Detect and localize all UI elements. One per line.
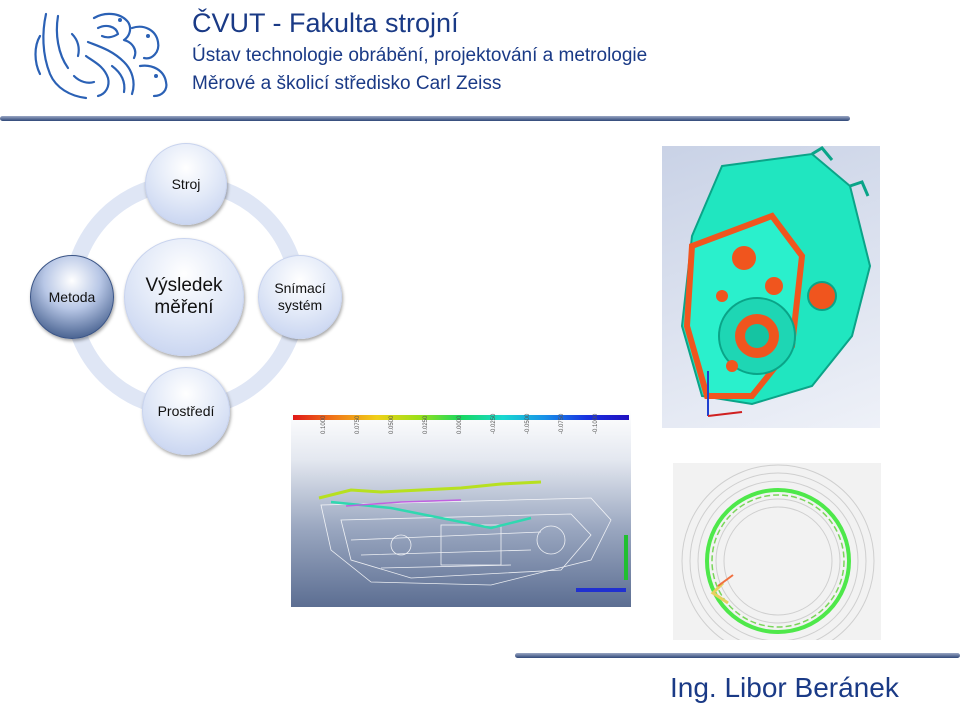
- page-title: ČVUT - Fakulta strojní: [192, 8, 459, 38]
- node-vysledek-line2: měření: [154, 297, 214, 318]
- housing-3d-image: [662, 146, 880, 428]
- node-snimaci-line1: Snímací: [274, 280, 326, 296]
- cvut-lion-logo: [28, 6, 178, 102]
- node-vysledek-line1: Výsledek: [145, 275, 223, 296]
- deviation-color-scale: [293, 415, 629, 420]
- header-divider: [0, 116, 850, 121]
- ring-scan-image: [673, 463, 881, 640]
- node-prostredi-label: Prostředí: [157, 403, 215, 419]
- node-snimaci-system: Snímací systém: [258, 255, 342, 339]
- node-stroj-label: Stroj: [171, 176, 201, 192]
- node-stroj: Stroj: [145, 143, 227, 225]
- node-prostredi: Prostředí: [142, 367, 230, 455]
- scan-wireframe: [318, 480, 628, 592]
- author-name: Ing. Libor Beránek: [670, 672, 899, 703]
- measurement-factors-diagram: Stroj Metoda Výsledek měření Snímací sys…: [20, 135, 360, 460]
- center-subtitle: Měrové a školicí středisko Carl Zeiss: [192, 73, 502, 94]
- node-vysledek-mereni: Výsledek měření: [124, 238, 244, 356]
- node-metoda: Metoda: [30, 255, 114, 339]
- footer-divider: [515, 653, 960, 658]
- node-snimaci-line2: systém: [277, 297, 323, 313]
- node-metoda-label: Metoda: [48, 289, 96, 305]
- institute-subtitle: Ústav technologie obrábění, projektování…: [192, 45, 648, 66]
